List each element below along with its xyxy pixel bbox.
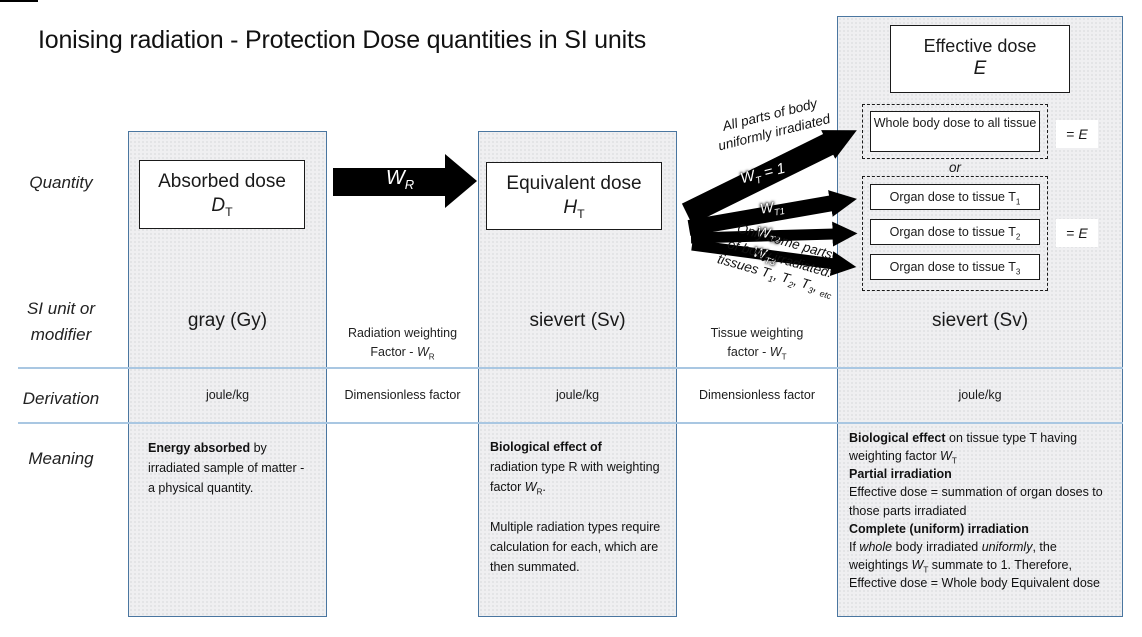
absorbed-dose-box: Absorbed dose DT — [139, 160, 305, 229]
equivalent-dose-symbol: HT — [563, 196, 585, 221]
organ-dose-t1-box: Organ dose to tissue T1 — [870, 184, 1040, 210]
equivalent-dose-label: Equivalent dose — [506, 173, 642, 194]
equivalent-dose-box: Equivalent dose HT — [486, 162, 662, 230]
tissue-weighting-line1: Tissue weighting — [710, 326, 804, 340]
organ-doses-dashed-group — [862, 176, 1048, 291]
effective-dose-symbol: E — [973, 58, 987, 80]
organ-dose-t3-box: Organ dose to tissue T3 — [870, 254, 1040, 280]
wt1-label: WT1 — [758, 198, 786, 218]
or-label: or — [948, 160, 961, 175]
si-unit-effective: sievert (Sv) — [931, 310, 1029, 331]
derivation-absorbed: joule/kg — [205, 388, 250, 402]
whole-body-dose-box: Whole body dose to all tissue — [870, 111, 1040, 152]
whole-body-dashed-group — [862, 104, 1048, 159]
equals-e-badge-top: = E — [1056, 120, 1098, 148]
row-divider-derivation-top — [18, 367, 1123, 369]
page-title: Ionising radiation - Protection Dose qua… — [38, 26, 646, 54]
absorbed-dose-label: Absorbed dose — [158, 171, 286, 192]
derivation-equivalent: joule/kg — [555, 388, 600, 402]
derivation-gap2: Dimensionless factor — [698, 388, 815, 402]
top-left-line — [0, 0, 38, 2]
radiation-weighting-line1: Radiation weighting — [347, 326, 458, 340]
meaning-absorbed: Energy absorbed by irradiated sample of … — [148, 441, 305, 495]
absorbed-dose-symbol: DT — [211, 194, 233, 219]
row-label-derivation: Derivation — [22, 389, 100, 408]
equals-e-badge-bottom: = E — [1056, 219, 1098, 247]
row-divider-derivation-bottom — [18, 422, 1123, 424]
wr-arrow-label: WR — [385, 167, 415, 192]
si-unit-equivalent: sievert (Sv) — [529, 310, 626, 331]
effective-dose-box: Effective dose E — [890, 25, 1070, 93]
si-unit-radiation-weighting: Radiation weighting Factor - WR — [327, 324, 478, 362]
si-unit-tissue-weighting: Tissue weighting factor - WT — [677, 324, 837, 362]
wt-equals-1-label: WT = 1 — [738, 159, 787, 188]
row-label-meaning: Meaning — [28, 449, 94, 468]
derivation-gap1: Dimensionless factor — [344, 388, 461, 402]
si-unit-absorbed: gray (Gy) — [187, 310, 268, 331]
radiation-weighting-line2: Factor - WR — [370, 344, 435, 362]
meaning-effective: Biological effect on tissue type T havin… — [849, 431, 1103, 590]
organ-dose-t2-box: Organ dose to tissue T2 — [870, 219, 1040, 245]
derivation-effective: joule/kg — [958, 388, 1002, 402]
row-label-quantity: Quantity — [29, 173, 93, 192]
effective-dose-label: Effective dose — [923, 36, 1037, 56]
tissue-weighting-line2: factor - WT — [727, 344, 787, 362]
